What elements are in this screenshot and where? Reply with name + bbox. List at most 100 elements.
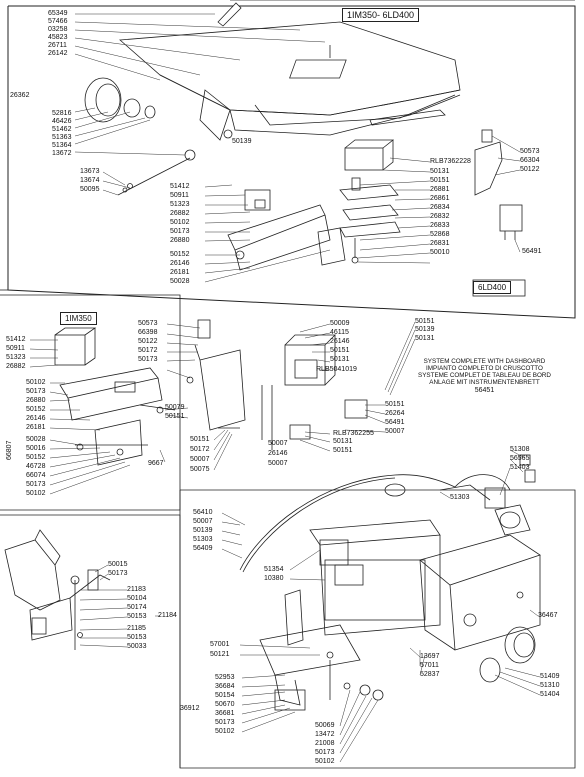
part-number-label: 13672 — [52, 150, 72, 157]
part-number-label: 52868 — [430, 231, 450, 238]
part-number-label: 50007 — [268, 460, 288, 467]
part-number-label: 50573 — [138, 320, 158, 327]
part-number-label: 57001 — [210, 641, 230, 648]
part-number-label: 56491 — [385, 419, 405, 426]
part-number-label: 50153 — [127, 613, 147, 620]
part-number-label: 03258 — [48, 26, 68, 33]
group-label-66807: 66807 — [6, 440, 13, 460]
part-number-label: RLB7362228 — [430, 158, 471, 165]
part-number-label: 52837 — [420, 671, 440, 678]
part-number-label: 26146 — [330, 338, 350, 345]
part-number-label: 50009 — [330, 320, 350, 327]
part-number-label: 51303 — [450, 494, 470, 501]
part-number-label: 50152 — [26, 406, 46, 413]
part-number-label: 50153 — [127, 634, 147, 641]
part-number-label: 50139 — [232, 138, 252, 145]
part-number-label: 50173 — [26, 481, 46, 488]
part-number-label: 50173 — [26, 388, 46, 395]
part-number-label: 26181 — [170, 269, 190, 276]
part-number-label: 26880 — [26, 397, 46, 404]
group-label-26362: 26362 — [10, 92, 30, 99]
part-number-label: 36684 — [215, 683, 235, 690]
part-number-label: 21185 — [127, 625, 146, 632]
part-number-label: 50154 — [215, 692, 235, 699]
part-number-label: 36681 — [215, 710, 235, 717]
part-number-label: 50174 — [127, 604, 147, 611]
part-number-label: 46115 — [330, 329, 349, 336]
part-number-label: 51363 — [52, 134, 72, 141]
part-number-label: 50102 — [26, 379, 46, 386]
part-number-label: 51303 — [193, 536, 213, 543]
part-number-label: 50139 — [193, 527, 213, 534]
part-number-label: 50069 — [315, 722, 335, 729]
group-label-36912: 36912 — [180, 705, 200, 712]
part-number-label: 21008 — [315, 740, 335, 747]
part-number-label: 50173 — [215, 719, 235, 726]
part-number-label: 66398 — [138, 329, 158, 336]
part-number-label: 50151 — [165, 413, 185, 420]
part-number-label: 26264 — [385, 410, 405, 417]
system-line-de: ANLAGE MIT INSTRUMENTENBRETT — [429, 379, 540, 386]
part-number-label: 50007 — [190, 456, 210, 463]
part-number-label: 50010 — [430, 249, 450, 256]
part-number-label: 21183 — [127, 586, 146, 593]
part-number-label: 50173 — [315, 749, 335, 756]
part-number-label: 26882 — [170, 210, 190, 217]
part-number-label: 51323 — [6, 354, 26, 361]
part-number-label: RLB5041019 — [316, 366, 357, 373]
part-number-label: 50152 — [170, 251, 190, 258]
part-number-label: 26833 — [430, 222, 450, 229]
part-number-label: 50151 — [190, 436, 210, 443]
part-number-label: 26881 — [430, 186, 450, 193]
part-number-label: 57466 — [48, 18, 68, 25]
part-number-label: 26880 — [170, 237, 190, 244]
part-number-label: 66074 — [26, 472, 46, 479]
part-number-label: 50173 — [170, 228, 190, 235]
part-number-label: 56491 — [522, 248, 542, 255]
part-number-label: 50075 — [190, 466, 210, 473]
part-number-label: 50139 — [415, 326, 435, 333]
part-number-label: 50102 — [26, 490, 46, 497]
part-number-label: 26861 — [430, 195, 450, 202]
part-number-label: 50172 — [190, 446, 210, 453]
part-number-label: 26711 — [48, 42, 67, 49]
part-number-label: 26146 — [26, 415, 46, 422]
part-number-label: 46426 — [52, 118, 72, 125]
part-number-label: 26882 — [6, 363, 26, 370]
part-number-label: 50173 — [138, 356, 158, 363]
part-number-label: 50104 — [127, 595, 147, 602]
part-number-label: 51323 — [170, 201, 190, 208]
part-number-label: 65349 — [48, 10, 68, 17]
part-number-label: 50102 — [215, 728, 235, 735]
system-description: SYSTEM COMPLETE WITH DASHBOARD IMPIANTO … — [418, 358, 551, 394]
part-number-label: 51364 — [52, 142, 72, 149]
part-number-label: 21184 — [158, 612, 177, 619]
part-number-label: RLB7362255 — [333, 430, 374, 437]
part-number-label: 36467 — [538, 612, 558, 619]
system-line-fr: SYSTEME COMPLET DE TABLEAU DE BORD — [418, 372, 551, 379]
part-number-label: 9667 — [148, 460, 164, 467]
part-number-label: 45823 — [48, 34, 68, 41]
part-number-label: 26181 — [26, 424, 46, 431]
part-number-label: 50131 — [330, 356, 350, 363]
part-number-label: 56410 — [193, 509, 213, 516]
part-number-label: 50151 — [430, 177, 450, 184]
part-number-label: 50015 — [108, 561, 128, 568]
part-number-label: 51412 — [6, 336, 26, 343]
part-number-label: 50151 — [415, 318, 435, 325]
part-number-label: 66304 — [520, 157, 540, 164]
part-number-label: 10380 — [264, 575, 284, 582]
part-number-label: 26142 — [48, 50, 68, 57]
part-number-label: 50573 — [520, 148, 540, 155]
part-number-label: 50007 — [385, 428, 405, 435]
part-number-label: 51310 — [540, 682, 560, 689]
part-number-label: 50131 — [430, 168, 450, 175]
part-number-label: 50131 — [333, 438, 353, 445]
part-number-label: 13674 — [80, 177, 100, 184]
model-title-box: 1IM350- 6LD400 — [342, 8, 420, 22]
part-number-label: 50122 — [138, 338, 158, 345]
part-number-label: 50121 — [210, 651, 230, 658]
part-number-label: 50131 — [415, 335, 435, 342]
part-number-label: 50007 — [193, 518, 213, 525]
